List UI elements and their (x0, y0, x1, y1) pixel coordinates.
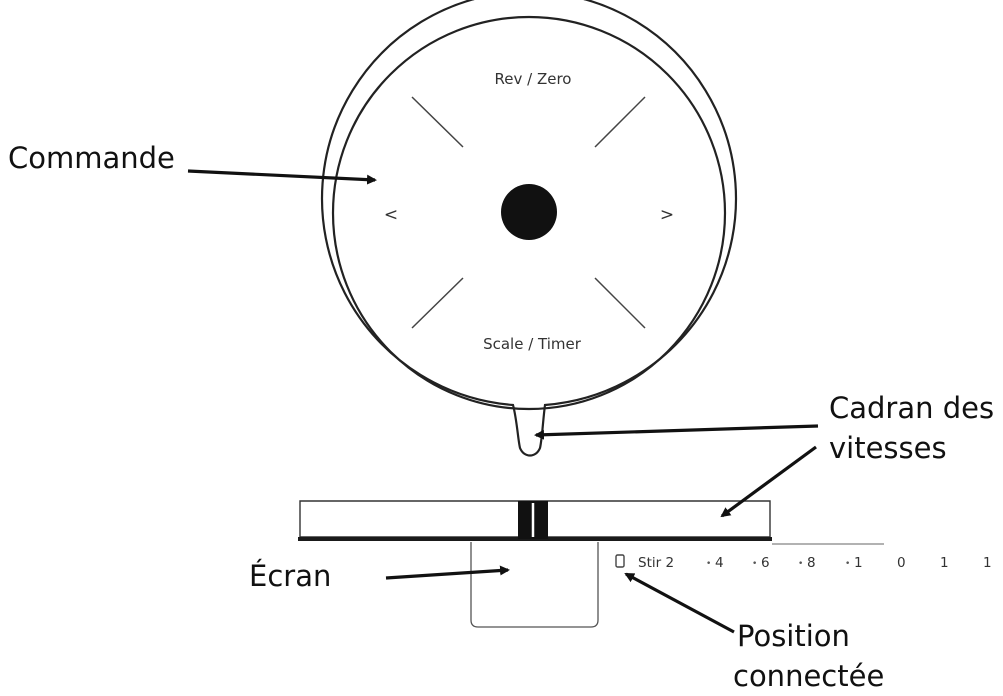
tick-dot: • (845, 559, 850, 569)
divider-bottom-left (411, 277, 464, 329)
tick-8: 8 (807, 555, 816, 571)
divider-top-right (594, 96, 646, 148)
right-chevron-icon[interactable]: > (660, 205, 674, 225)
tick-4: 4 (715, 555, 724, 571)
cadran-label-line1: Cadran des (829, 391, 994, 425)
position-arrow (624, 572, 735, 634)
commande-label: Commande (8, 141, 175, 175)
dial-outer-ring (320, 0, 738, 457)
divider-bottom-right (594, 277, 646, 329)
rev-zero-label[interactable]: Rev / Zero (495, 70, 572, 88)
cadran-arrow-to-tip (534, 424, 819, 440)
tick-1a: 1 (940, 555, 949, 571)
cadran-arrow-to-panel (720, 445, 817, 518)
screen-area (470, 542, 599, 628)
dial-inner-ring (331, 15, 727, 411)
tick-dot: • (798, 559, 803, 569)
connected-position-icon (615, 554, 625, 568)
position-label-line1: Position (737, 619, 850, 653)
tick-dot: • (706, 559, 711, 569)
tick-dot: • (752, 559, 757, 569)
speed-dial-panel (298, 500, 884, 545)
ecran-arrow (385, 565, 510, 580)
commande-arrow (187, 169, 377, 185)
control-dial: Rev / Zero Scale / Timer < > (320, 0, 738, 457)
left-chevron-icon[interactable]: < (384, 205, 398, 225)
divider-top-left (411, 96, 464, 148)
tick-0: 0 (897, 555, 906, 571)
tick-10: 1 (854, 555, 863, 571)
tick-1b: 1 (983, 555, 992, 571)
center-button[interactable] (501, 184, 557, 240)
ecran-label: Écran (249, 559, 331, 593)
position-label-line2: connectée (733, 659, 884, 693)
tick-6: 6 (761, 555, 770, 571)
speed-scale: Stir 2 • 4 • 6 • 8 • 1 0 1 1 (615, 554, 992, 571)
scale-timer-label[interactable]: Scale / Timer (483, 335, 582, 353)
cadran-label-line2: vitesses (829, 431, 947, 465)
stir-label: Stir 2 (638, 555, 674, 571)
